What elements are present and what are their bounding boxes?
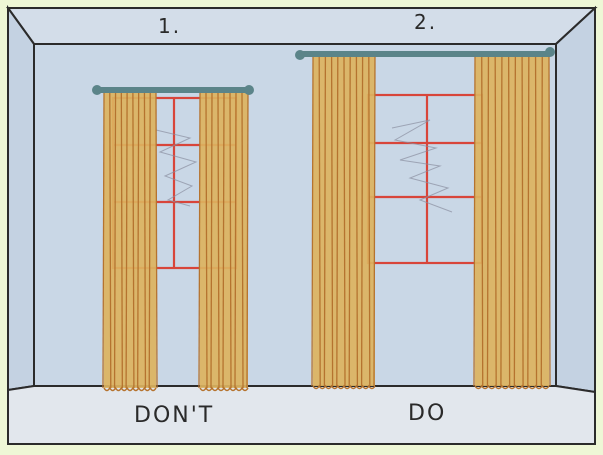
curtain-panel-icon: [198, 88, 251, 391]
right-wall: [556, 8, 595, 392]
curtain-panel-icon: [473, 52, 552, 389]
floor: [8, 386, 595, 444]
left-wall: [8, 8, 34, 390]
caption-dont: DON'T: [134, 403, 214, 428]
panel-number-1: 1.: [158, 14, 181, 38]
curtain-panel-icon: [311, 52, 378, 389]
caption-do: DO: [408, 401, 446, 426]
curtain-panel-icon: [102, 88, 159, 391]
panel-number-2: 2.: [414, 10, 437, 34]
ceiling: [8, 8, 595, 44]
